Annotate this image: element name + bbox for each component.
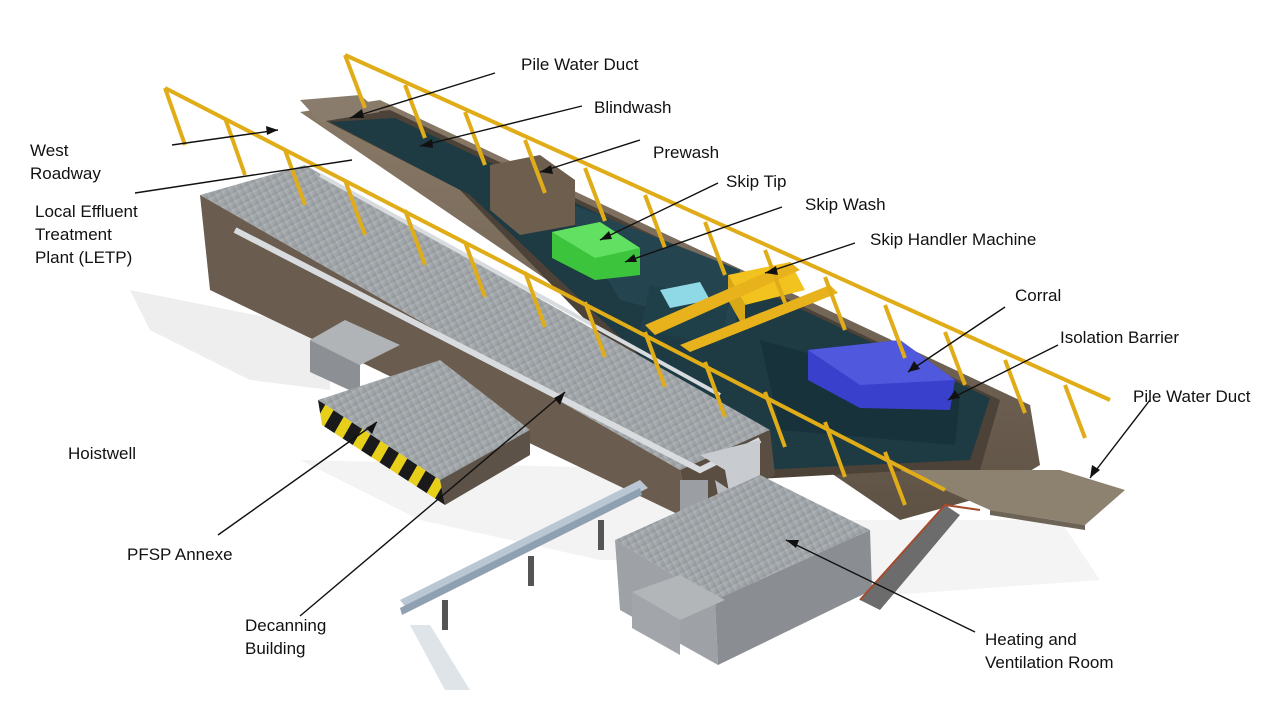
leader-lines bbox=[134, 72, 1151, 633]
leader-arrowheads bbox=[266, 109, 1100, 548]
label-pile-water-duct-right: Pile Water Duct bbox=[1133, 387, 1251, 406]
label-prewash: Prewash bbox=[653, 143, 720, 162]
label-decanning-building: Decanning Building bbox=[245, 616, 327, 658]
label-skip-handler-machine: Skip Handler Machine bbox=[870, 230, 1037, 249]
label-skip-tip: Skip Tip bbox=[726, 172, 787, 191]
pfsp-annexe-structure bbox=[310, 320, 530, 505]
label-skip-wash: Skip Wash bbox=[805, 195, 886, 214]
label-west-roadway: West Roadway bbox=[30, 141, 101, 183]
pond-equipment bbox=[490, 155, 955, 410]
label-corral: Corral bbox=[1015, 286, 1062, 305]
gantry-trusses bbox=[163, 53, 1111, 506]
label-pfsp-annexe: PFSP Annexe bbox=[127, 545, 233, 564]
label-hoistwell: Hoistwell bbox=[68, 444, 137, 463]
label-heating-ventilation-room: Heating and Ventilation Room bbox=[985, 630, 1114, 672]
label-pile-water-duct-top: Pile Water Duct bbox=[521, 55, 639, 74]
label-isolation-barrier: Isolation Barrier bbox=[1060, 328, 1180, 347]
walkway-bridge bbox=[400, 480, 648, 690]
stairs bbox=[859, 503, 981, 610]
heating-ventilation-structure bbox=[615, 475, 872, 665]
label-blindwash: Blindwash bbox=[594, 98, 672, 117]
label-letp: Local Effluent Treatment Plant (LETP) bbox=[35, 202, 138, 267]
